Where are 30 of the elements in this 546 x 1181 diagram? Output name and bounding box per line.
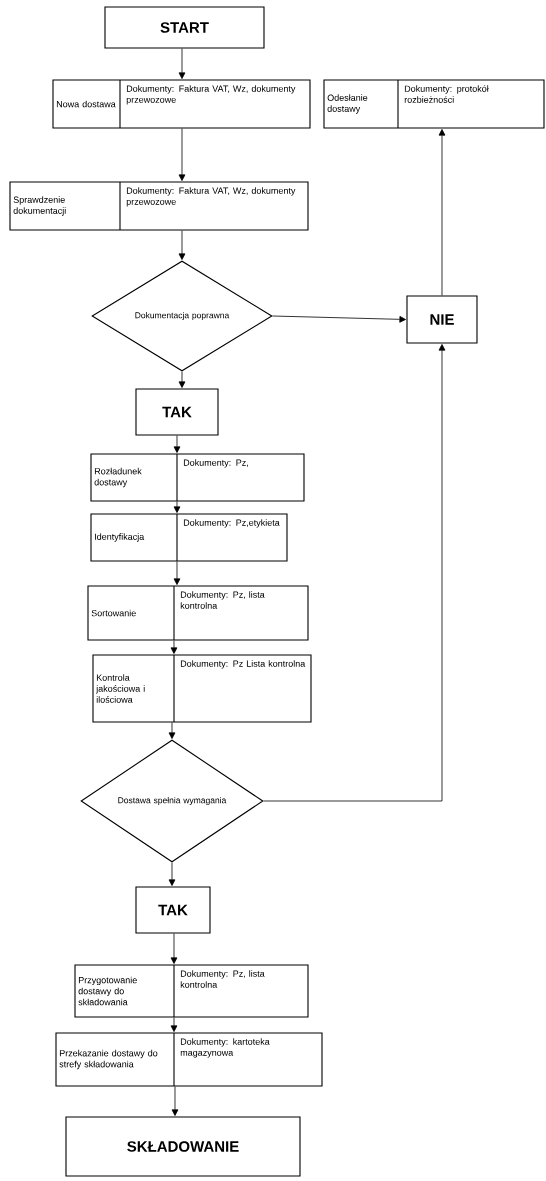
process-box: Identyfikacja Dokumenty: Pz,etykieta [90, 513, 288, 562]
terminal-box: START [104, 6, 265, 49]
process-box: Kontrola jakościowa i ilościowa Dokumenty: Pz Lista kontrolna [92, 654, 312, 723]
arrow [168, 862, 176, 886]
arrow [178, 230, 186, 260]
terminal-box: NIE [406, 295, 478, 344]
arrow [438, 129, 446, 296]
arrow [178, 371, 186, 388]
process-box: Przygotowanie dostawy do składowania Dokumenty: Pz, lista kontrolna [74, 964, 309, 1018]
arrow [272, 315, 406, 323]
arrow [170, 1017, 178, 1032]
process-box: Sortowanie Dokumenty: Pz, lista kontrolna [87, 585, 309, 641]
terminal-box: SKŁADOWANIE [65, 1116, 301, 1177]
arrow [263, 344, 446, 802]
process-box: Rozładunek dostawy Dokumenty: Pz, [90, 453, 305, 502]
arrow [178, 48, 186, 79]
process-box: Odesłanie dostawy Dokumenty: protokół rozbieżności [323, 79, 545, 129]
arrow [170, 640, 178, 654]
process-box: Nowa dostawa Dokumenty: Faktura VAT, Wz, dokumenty przewozowe [52, 79, 311, 129]
terminal-box: TAK [135, 886, 211, 934]
arrow [171, 1086, 179, 1116]
terminal-box: TAK [135, 388, 219, 436]
arrow [170, 933, 178, 964]
arrow [173, 435, 181, 453]
process-box: Sprawdzenie dokumentacji Dokumenty: Faktura VAT, Wz, dokumenty przewozowe [9, 181, 309, 231]
arrow [173, 561, 181, 585]
arrow [178, 128, 186, 181]
arrow [168, 722, 176, 739]
arrow [173, 501, 181, 513]
process-box: Przekazanie dostawy do strefy składowania Dokumenty: kartoteka magazynowa [55, 1032, 323, 1087]
